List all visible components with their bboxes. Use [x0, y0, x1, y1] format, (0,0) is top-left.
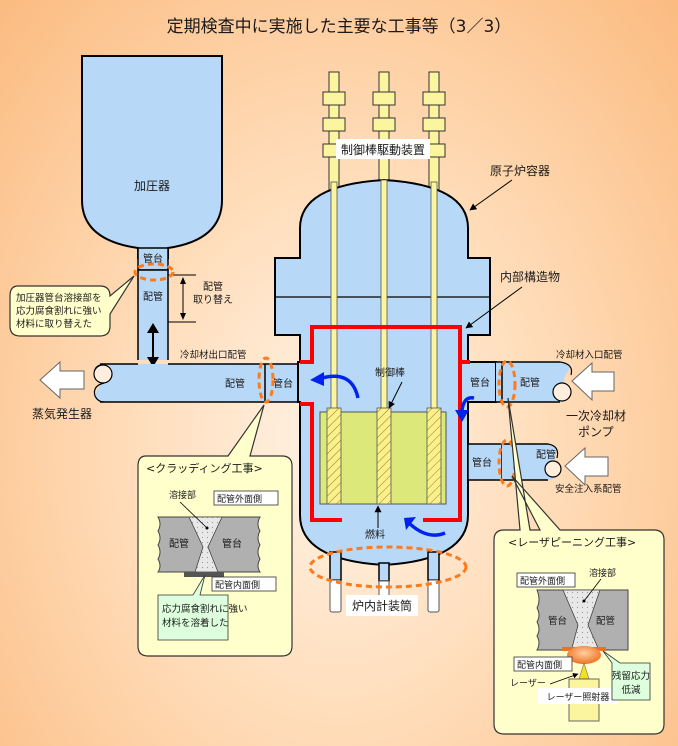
- pressurizer-vessel: [81, 55, 223, 259]
- cladding-pipe-label: 配管: [169, 537, 189, 550]
- outlet-pipe: [95, 364, 298, 402]
- control-rod-2: [376, 407, 392, 505]
- fuel-label: 燃料: [365, 528, 385, 541]
- laser-note-line-2: 低減: [621, 684, 641, 696]
- outlet-nozzle-text: 管台: [273, 377, 293, 390]
- reactor-vessel-label: 原子炉容器: [490, 163, 550, 178]
- incore-highlight: [308, 545, 468, 589]
- cladding-note-line-2: 材料を溶着した: [162, 617, 229, 629]
- laser-emitter-label-box: [538, 688, 618, 704]
- internals-label: 内部構造物: [500, 269, 560, 284]
- outlet-weld-highlight: [257, 356, 275, 404]
- pressurizer-callout-line-3: 材料に取り替えた: [16, 318, 92, 330]
- outlet-pipe-text: 配管: [225, 377, 245, 390]
- crdm-label-box: [336, 139, 430, 159]
- pressurizer-callout: [9, 275, 135, 337]
- cladding-title: <クラッディング工事>: [146, 461, 263, 475]
- cladding-outer-box: [213, 490, 279, 506]
- laser-inner-label: 配管内面側: [517, 659, 562, 671]
- incore-tube-3: [427, 579, 440, 613]
- cladding-layer: [184, 572, 224, 577]
- flow-arrow-out-icon: [321, 374, 360, 399]
- si-arrow-icon: [564, 446, 609, 487]
- cladding-nozzle-label: 管台: [222, 537, 242, 550]
- incore-label-box: [346, 595, 418, 616]
- laser-note-line-1: 残留応力: [612, 670, 650, 682]
- si-pipe-label: 安全注入系配管: [555, 483, 622, 495]
- cladding-inner-label: 配管内面側: [215, 579, 260, 591]
- page-title: 定期検査中に実施した主要な工事等（3／3）: [167, 17, 512, 37]
- laser-inner-box: [513, 656, 573, 672]
- control-rod-3: [426, 407, 442, 505]
- laser-note: [602, 650, 651, 701]
- laser-emitter-label: レーザー照射器: [547, 691, 610, 703]
- flow-arrow-down-icon: [460, 396, 475, 411]
- si-nozzle: [467, 443, 503, 481]
- pressurizer-callout-line-1: 加圧器管台溶接部を: [16, 292, 102, 304]
- surge-pipe-label: 配管: [143, 290, 163, 303]
- control-rod-1: [326, 407, 342, 505]
- pump-arrow-icon: [571, 361, 615, 402]
- pressurizer-weld-highlight: [133, 262, 175, 282]
- pressurizer-label: 加圧器: [134, 179, 170, 193]
- pressurizer-nozzle-label: 管台: [143, 252, 163, 265]
- laser-title: <レーザピーニング工事>: [508, 535, 636, 549]
- crdm-label: 制御棒駆動装置: [341, 142, 425, 157]
- laser-outer-box: [516, 572, 576, 588]
- incore-label: 炉内計装筒: [352, 598, 412, 613]
- inlet-weld-highlight: [497, 359, 517, 409]
- laser-pipe-label: 配管: [596, 615, 615, 627]
- crdm-assembly: [322, 71, 446, 203]
- cladding-outer-label: 配管外面側: [217, 493, 262, 505]
- flow-arrow-up-icon: [408, 522, 446, 537]
- pressurizer-callout-line-2: 応力腐食割れに強い: [16, 305, 102, 317]
- cladding-note: [157, 574, 229, 641]
- laser-spot: [567, 646, 601, 664]
- laser-weld-label: 溶接部: [589, 567, 616, 579]
- cladding-inner-box: [211, 576, 277, 592]
- internals-left: [300, 402, 342, 522]
- inlet-pipe-label: 冷却材入口配管: [556, 349, 623, 361]
- outlet-pipe-label: 冷却材出口配管: [180, 349, 247, 361]
- replace-label-1: 配管: [203, 280, 223, 293]
- incore-tube-1: [329, 579, 342, 613]
- cladding-weld-label: 溶接部: [169, 489, 196, 501]
- pump-label-2: ポンプ: [578, 425, 614, 439]
- pump-icon: [552, 382, 572, 402]
- steam-generator-arrow-icon: [39, 360, 85, 400]
- laser-nozzle-label: 管台: [548, 615, 567, 627]
- cladding-note-line-1: 応力腐食割れに強い: [162, 603, 248, 615]
- inlet-pipe-text: 配管: [520, 376, 540, 389]
- steam-generator-label: 蒸気発生器: [32, 406, 92, 421]
- laser-outer-label: 配管外面側: [520, 575, 565, 587]
- si-nozzle-text: 管台: [472, 456, 492, 469]
- control-rod-label: 制御棒: [375, 366, 405, 379]
- replace-label-2: 取り替え: [193, 293, 233, 306]
- laser-label: レーザー: [510, 678, 546, 689]
- pump-label-1: 一次冷却材: [566, 409, 626, 423]
- si-pipe-text: 配管: [536, 448, 556, 461]
- inlet-nozzle-text: 管台: [470, 376, 490, 389]
